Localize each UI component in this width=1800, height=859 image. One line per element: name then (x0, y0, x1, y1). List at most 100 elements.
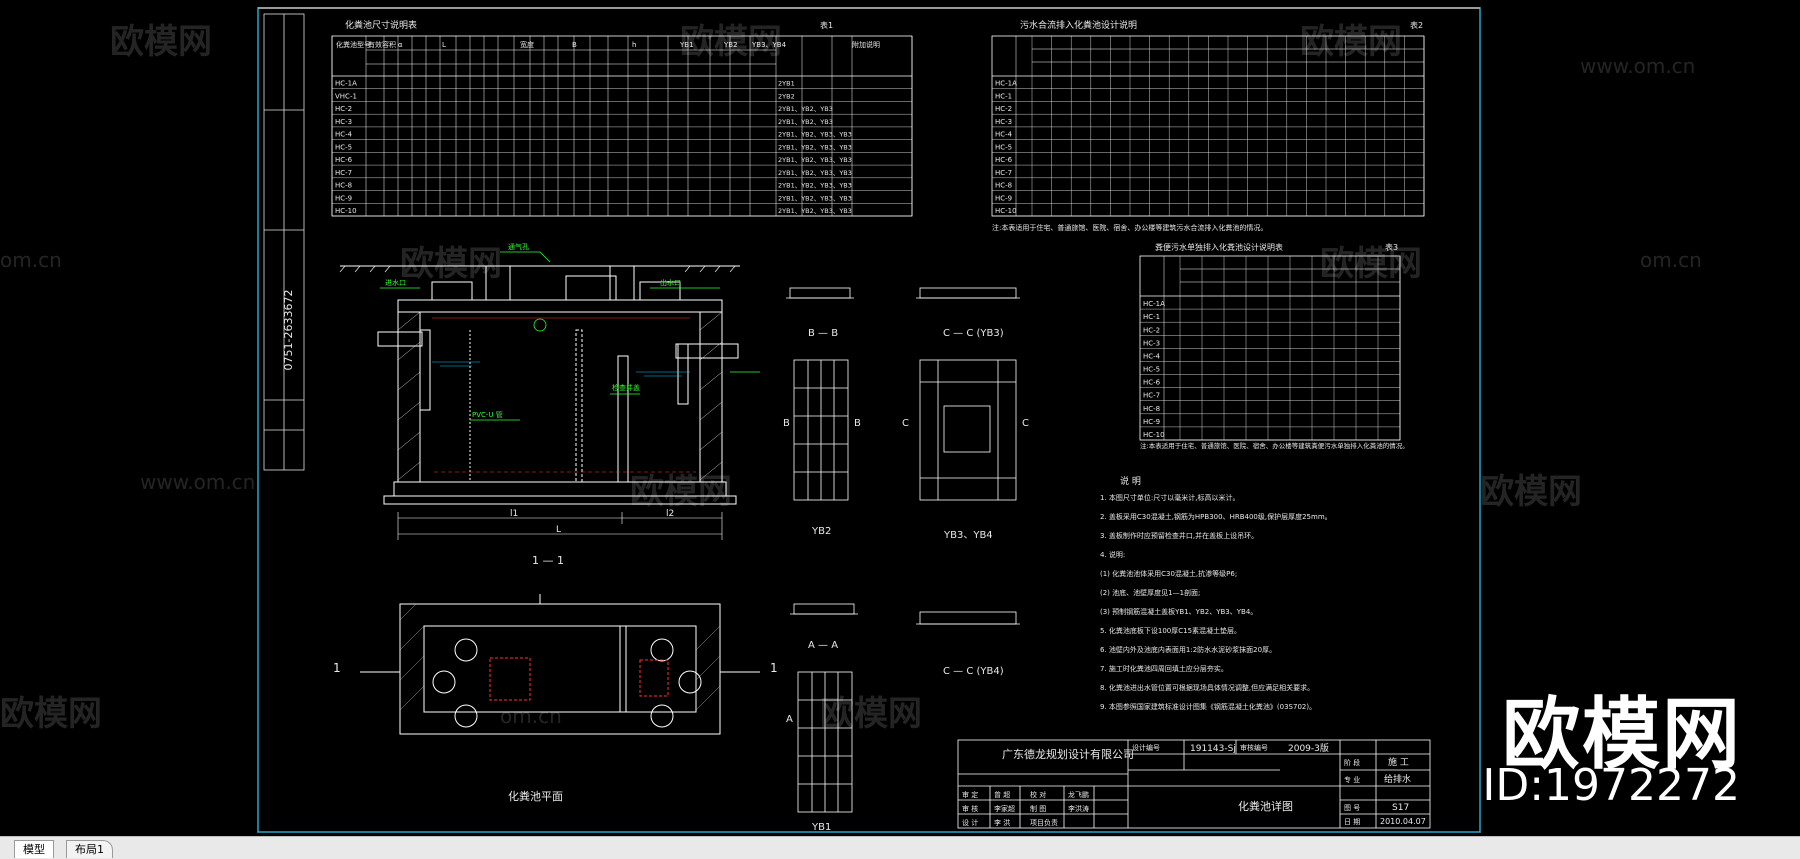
table1-row-label: HC-7 (335, 169, 352, 177)
table1-row-remark: 2YB1、YB2、YB3、YB3 (778, 194, 852, 202)
table1-row-label: VHC-1 (335, 92, 357, 100)
mark-b-left: B (783, 418, 790, 429)
label-yb2: YB2 (811, 526, 831, 537)
table1-row-label: HC-9 (335, 194, 352, 202)
tb-name: 龙飞鹏 (1068, 790, 1089, 799)
note-line: 9. 本图参照国家建筑标准设计图集《钢筋混凝土化粪池》(03S702)。 (1100, 702, 1316, 711)
watermark-logo: 欧模网 (1300, 22, 1402, 62)
table1-header: 化粪池型号 (336, 40, 371, 49)
table3-footnote: 注:本表适用于住宅、普通旅馆、医院、宿舍、办公楼等建筑粪便污水单独排入化粪池的情… (1140, 441, 1409, 450)
label-cc-yb4: C — C (YB4) (943, 666, 1004, 677)
notes: 说 明 1. 本图尺寸单位:尺寸以毫米计,标高以米计。 2. 盖板采用C30混凝土… (1100, 475, 1332, 711)
table3-row-label: HC-6 (1143, 379, 1161, 387)
table1-header: B (572, 41, 577, 49)
watermark-logo: 欧模网 (680, 22, 782, 62)
table2-row-label: HC-2 (995, 105, 1012, 113)
label-yb1: YB1 (811, 822, 831, 833)
watermark-url: www.om.cn (140, 470, 256, 494)
table3-row-label: HC-8 (1143, 405, 1160, 413)
note-line: (3) 预制钢筋混凝土盖板YB1、YB2、YB3、YB4。 (1100, 607, 1257, 616)
note-line: (1) 化粪池池体采用C30混凝土,抗渗等级P6; (1100, 569, 1237, 578)
note-line: 1. 本图尺寸单位:尺寸以毫米计,标高以米计。 (1100, 493, 1240, 502)
watermark-logo: 欧模网 (630, 472, 732, 512)
label-cc-yb3: C — C (YB3) (943, 328, 1004, 339)
table2-row-label: HC-1A (995, 80, 1017, 88)
tb-date: 2010.04.07 (1380, 817, 1426, 826)
watermark-logo: 欧模网 (820, 694, 922, 734)
label-cover: 检查井盖 (612, 383, 640, 392)
table2-row-label: HC-10 (995, 207, 1017, 215)
table3-row-label: HC-1A (1143, 300, 1165, 308)
table1-header: 宽度 (520, 40, 534, 49)
table1-row-remark: 2YB1、YB2、YB3 (778, 105, 833, 113)
label-outlet: 出水口 (660, 278, 681, 287)
notes-title: 说 明 (1120, 475, 1141, 487)
binding-strip (263, 13, 305, 471)
note-line: 3. 盖板制作时应预留检查井口,并在盖板上设吊环。 (1100, 531, 1258, 540)
watermark-logo: 欧模网 (400, 244, 502, 284)
tb-name: 李 洪 (994, 818, 1010, 827)
table1-header: α (398, 41, 403, 49)
table2-note: 表2 (1410, 20, 1423, 30)
label-bb: B — B (808, 328, 838, 339)
plan-mark-1-left: 1 (333, 661, 341, 675)
tb-name: 曾 超 (994, 790, 1010, 799)
tb-role: 审 定 (962, 790, 978, 799)
table1-row-remark: 2YB1、YB2、YB3 (778, 118, 833, 126)
section-1-1: 进水口 出水口 通气孔 PVC-U 管 检查井盖 l1 l2 L 1 — 1 (339, 242, 760, 567)
table2-row-label: HC-5 (995, 143, 1012, 151)
label-aa: A — A (808, 640, 838, 651)
table2-row-label: HC-9 (995, 194, 1012, 202)
tab-layout-1[interactable]: 布局1 (66, 840, 113, 858)
watermark-logo: 欧模网 (0, 694, 102, 734)
tb-project-no: 191143-Sj (1190, 744, 1236, 754)
note-line: 5. 化粪池底板下设100厚C15素混凝土垫层。 (1100, 626, 1241, 635)
table1-row-remark: 2YB1、YB2、YB3、YB3 (778, 156, 852, 164)
tb-name: 李洪涛 (1068, 804, 1089, 813)
table1-header: h (632, 41, 636, 49)
note-line: 4. 说明: (1100, 550, 1125, 559)
note-line: 7. 施工时化粪池四周回填土应分层夯实。 (1100, 664, 1228, 673)
table3-row-label: HC-2 (1143, 326, 1160, 334)
table2-row-label: HC-6 (995, 156, 1013, 164)
tb-stage: 施 工 (1388, 756, 1409, 768)
tb-role: 项目负责 (1030, 818, 1058, 827)
side-phone-number: 0751-2633672 (282, 290, 295, 371)
table1-row-label: HC-10 (335, 207, 357, 215)
table1-row-remark: 2YB1 (778, 80, 795, 88)
tb-sheet: S17 (1392, 803, 1409, 813)
table1-row-label: HC-4 (335, 131, 353, 139)
mark-c-right: C (1022, 418, 1029, 429)
table2-row-label: HC-4 (995, 131, 1013, 139)
table3: 粪便污水单独排入化粪池设计说明表 表3 HC-1AHC-1HC-2HC-3HC-… (1139, 242, 1409, 450)
dim-l1: l1 (510, 509, 518, 519)
tb-date-code: 2009-3版 (1288, 742, 1329, 754)
tab-model[interactable]: 模型 (14, 840, 54, 858)
table1-row-remark: 2YB1、YB2、YB3、YB3 (778, 207, 852, 215)
dim-l2: l2 (666, 509, 674, 519)
label-yb34: YB3、YB4 (943, 530, 993, 541)
table1-header: YB1 (679, 41, 694, 49)
table1-row-label: HC-2 (335, 105, 352, 113)
note-line: 8. 化粪池进出水管位置可根据现场具体情况调整,但应满足相关要求。 (1100, 683, 1314, 692)
note-line: 2. 盖板采用C30混凝土,钢筋为HPB300、HRB400级,保护层厚度25m… (1100, 512, 1332, 521)
table3-row-label: HC-10 (1143, 431, 1165, 439)
layout-tab-bar: 模型 布局1 (0, 836, 1800, 859)
tb-role: 制 图 (1030, 804, 1046, 813)
tb-drawing-title: 化粪池详图 (1238, 799, 1293, 813)
table2-footnote: 注:本表适用于住宅、普通旅馆、医院、宿舍、办公楼等建筑污水合流排入化粪池的情况。 (992, 223, 1267, 232)
table2-grid: HC-1AHC-1HC-2HC-3HC-4HC-5HC-6HC-7HC-8HC-… (991, 35, 1425, 217)
tb-stage-label: 阶 段 (1344, 758, 1360, 767)
table3-row-label: HC-3 (1143, 339, 1160, 347)
table2-row-label: HC-8 (995, 182, 1012, 190)
table1-row-label: HC-5 (335, 143, 352, 151)
tb-sheet-label: 图 号 (1344, 804, 1360, 812)
tb-name: 李家超 (994, 804, 1015, 813)
note-line: (2) 池底、池壁厚度见1—1剖面; (1100, 588, 1200, 597)
table1-title: 化粪池尺寸说明表 (345, 19, 417, 31)
plan-mark-1-right: 1 (770, 661, 778, 675)
tb-discipline: 给排水 (1384, 773, 1411, 785)
